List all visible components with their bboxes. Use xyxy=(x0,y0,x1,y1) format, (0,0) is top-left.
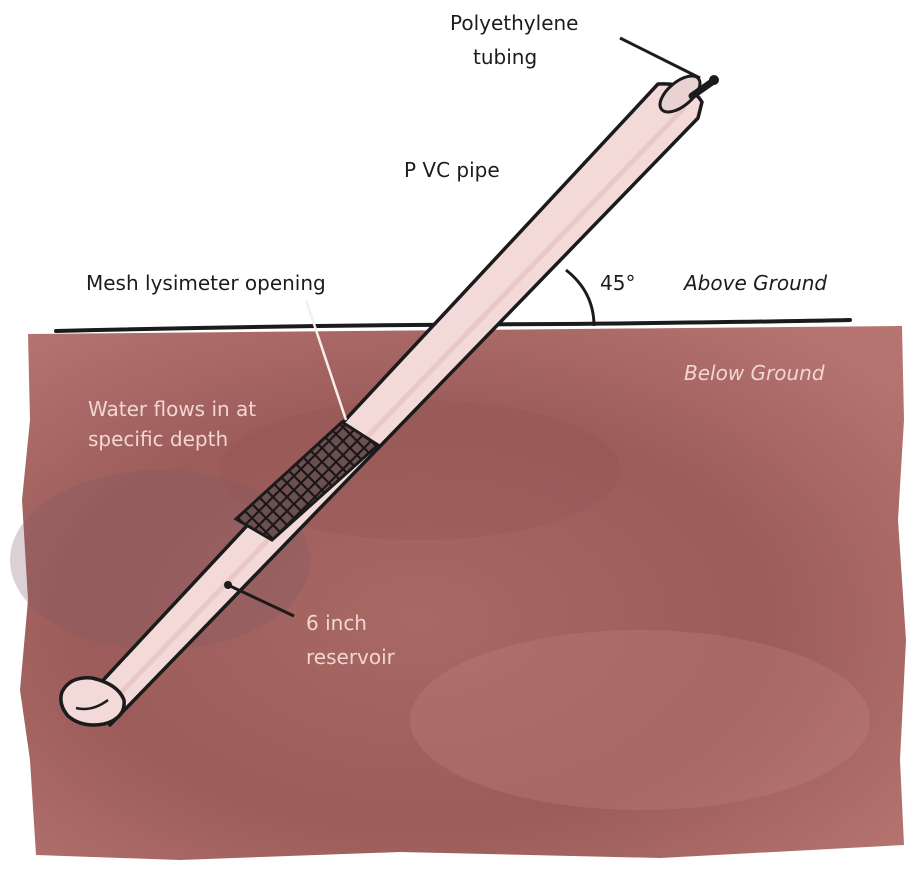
label-reservoir-1: 6 inch xyxy=(306,610,367,636)
label-angle: 45° xyxy=(600,270,635,296)
label-polyethylene-tubing-2: tubing xyxy=(473,44,537,70)
label-water-flows-1: Water flows in at xyxy=(88,396,256,422)
label-above-ground: Above Ground xyxy=(684,270,827,296)
label-polyethylene-tubing-1: Polyethylene xyxy=(450,10,578,36)
label-water-flows-2: specific depth xyxy=(88,426,228,452)
label-below-ground: Below Ground xyxy=(684,360,825,386)
label-pvc-pipe: P VC pipe xyxy=(404,157,500,183)
tubing-pointer xyxy=(620,38,700,78)
angle-arc xyxy=(566,270,594,326)
label-mesh-opening: Mesh lysimeter opening xyxy=(86,270,326,296)
label-reservoir-2: reservoir xyxy=(306,644,395,670)
